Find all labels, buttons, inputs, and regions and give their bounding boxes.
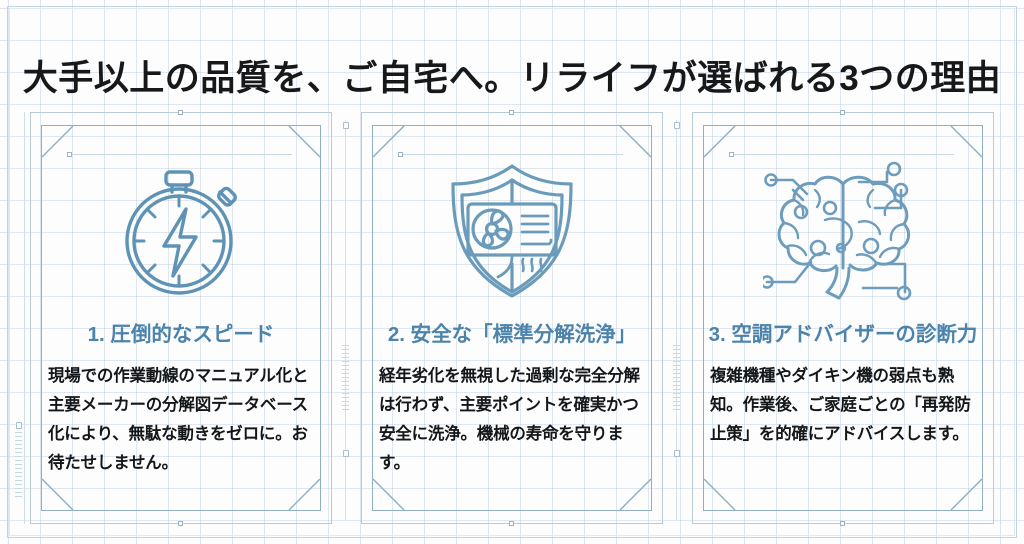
brain-circuit-icon: [763, 158, 923, 308]
card-content: 2. 安全な「標準分解洗浄」 経年劣化を無視した過剰な完全分解は行わず、主要ポイ…: [375, 128, 649, 508]
guide-ticks-2: [673, 345, 680, 411]
card-title: 3. 空調アドバイザーの診断力: [708, 323, 978, 346]
guide-knob-2-top[interactable]: [673, 122, 680, 129]
card-guide-line-top: [67, 152, 292, 157]
card-guide-line-top: [398, 152, 623, 157]
guide-knob-1-top[interactable]: [342, 122, 349, 129]
right-edge-rail: [1000, 112, 1001, 524]
card-handle-bottom[interactable]: [840, 521, 845, 526]
stopwatch-lightning-icon: [108, 158, 254, 308]
left-edge-rail: [24, 112, 25, 524]
card-title: 2. 安全な「標準分解洗浄」: [387, 323, 637, 346]
card-guide-dot-left[interactable]: [398, 152, 403, 157]
card-advisor-diagnosis[interactable]: 3. 空調アドバイザーの診断力 複雑機種やダイキン機の弱点も熟知。作業後、ご家庭…: [692, 110, 994, 526]
card-content: 1. 圧倒的なスピード 現場での作業動線のマニュアル化と主要メーカーの分解図デー…: [44, 128, 318, 508]
card-title: 1. 圧倒的なスピード: [87, 323, 275, 346]
cards-row: 1. 圧倒的なスピード 現場での作業動線のマニュアル化と主要メーカーの分解図デー…: [30, 110, 994, 526]
guide-knob-1-bottom[interactable]: [342, 450, 349, 457]
card-guide-line-top: [729, 152, 954, 157]
guide-knob-2-bottom[interactable]: [673, 450, 680, 457]
card-description: 現場での作業動線のマニュアル化と主要メーカーの分解図データベース化により、無駄な…: [48, 367, 309, 472]
shield-air-conditioner-icon: [437, 158, 587, 308]
card-safe-cleaning[interactable]: 2. 安全な「標準分解洗浄」 経年劣化を無視した過剰な完全分解は行わず、主要ポイ…: [361, 110, 663, 526]
card-handle-bottom[interactable]: [509, 521, 514, 526]
left-ruler-knob[interactable]: [16, 422, 22, 429]
card-guide-dot-left[interactable]: [67, 152, 72, 157]
card-description: 経年劣化を無視した過剰な完全分解は行わず、主要ポイントを確実かつ安全に洗浄。機械…: [379, 367, 640, 472]
page-title: 大手以上の品質を、ご自宅へ。リライフが選ばれる3つの理由: [22, 59, 1002, 99]
guide-line-1: [342, 120, 349, 520]
card-speed[interactable]: 1. 圧倒的なスピード 現場での作業動線のマニュアル化と主要メーカーの分解図デー…: [30, 110, 332, 526]
card-handle-bottom[interactable]: [178, 521, 183, 526]
card-description: 複雑機種やダイキン機の弱点も熟知。作業後、ご家庭ごとの「再発防止策」を的確にアド…: [710, 367, 971, 443]
title-container: 大手以上の品質を、ご自宅へ。リライフが選ばれる3つの理由: [0, 33, 1024, 125]
left-ruler-ticks: [15, 432, 22, 498]
guide-line-2: [673, 120, 680, 520]
card-guide-dot-left[interactable]: [729, 152, 734, 157]
guide-ticks-1: [342, 345, 349, 411]
card-content: 3. 空調アドバイザーの診断力 複雑機種やダイキン機の弱点も熟知。作業後、ご家庭…: [706, 128, 980, 508]
